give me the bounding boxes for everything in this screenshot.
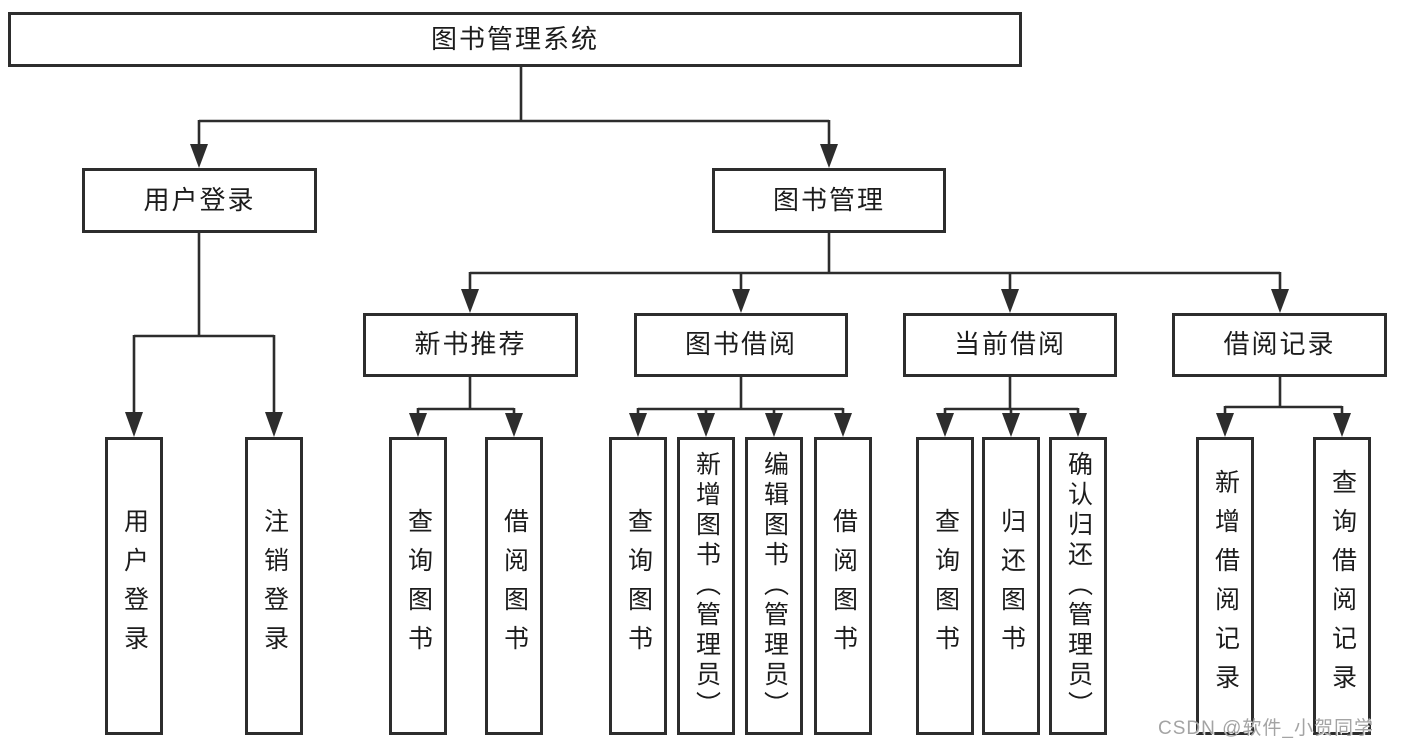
leaf-confirm-return-admin: 确认归还（管理员） (1049, 437, 1107, 735)
leaf-query-borrow-record: 查询借阅记录 (1313, 437, 1371, 735)
watermark: CSDN @软件_小贺同学 (1158, 718, 1374, 739)
node-user-login: 用户登录 (82, 168, 317, 233)
node-label: 用户登录 (120, 508, 149, 664)
node-book-borrow: 图书借阅 (634, 313, 848, 377)
node-new-book-recommend: 新书推荐 (363, 313, 578, 377)
arrowhead (1001, 289, 1019, 313)
node-label: 用户登录 (143, 184, 256, 215)
arrowhead (1216, 413, 1234, 437)
node-label: 编辑图书（管理员） (760, 451, 789, 721)
node-label: 图书管理系统 (430, 23, 599, 54)
leaf-add-book-admin: 新增图书（管理员） (677, 437, 735, 735)
connector-book-borrow-to-leaves (636, 376, 845, 417)
leaf-borrow-books: 借阅图书 (814, 437, 872, 735)
arrowhead (461, 289, 479, 313)
node-label: 借阅图书 (829, 508, 858, 664)
node-label: 新书推荐 (414, 329, 527, 360)
node-label: 查询图书 (624, 508, 653, 664)
arrowhead (505, 413, 523, 437)
arrowhead (1002, 413, 1020, 437)
leaf-query-books-current: 查询图书 (916, 437, 974, 735)
leaf-user-login: 用户登录 (105, 437, 163, 735)
arrowhead (697, 413, 715, 437)
node-label: 注销登录 (260, 508, 289, 664)
node-label: 确认归还（管理员） (1064, 451, 1093, 721)
arrowhead (409, 413, 427, 437)
node-library-management-system: 图书管理系统 (8, 12, 1022, 67)
node-label: 查询借阅记录 (1328, 469, 1357, 703)
leaf-add-borrow-record: 新增借阅记录 (1196, 437, 1254, 735)
arrowhead (125, 412, 143, 437)
connector-root-to-level2 (197, 66, 831, 147)
node-label: 图书管理 (772, 184, 885, 215)
arrowhead (834, 413, 852, 437)
leaf-query-books-recommend: 查询图书 (389, 437, 447, 735)
leaf-borrow-books-recommend: 借阅图书 (485, 437, 543, 735)
leaf-edit-book-admin: 编辑图书（管理员） (745, 437, 803, 735)
node-label: 图书借阅 (684, 329, 797, 360)
leaf-query-books-borrow: 查询图书 (609, 437, 667, 735)
node-label: 归还图书 (997, 508, 1026, 664)
node-label: 借阅图书 (500, 508, 529, 664)
node-current-borrow: 当前借阅 (903, 313, 1117, 377)
node-borrow-records: 借阅记录 (1172, 313, 1387, 377)
node-label: 当前借阅 (953, 329, 1066, 360)
arrowhead (1069, 413, 1087, 437)
arrowhead (265, 412, 283, 437)
leaf-logout: 注销登录 (245, 437, 303, 735)
arrowhead (1271, 289, 1289, 313)
arrowhead (629, 413, 647, 437)
connector-current-borrow-to-leaves (943, 376, 1080, 417)
node-label: 新增图书（管理员） (692, 451, 721, 721)
arrowhead (820, 144, 838, 168)
arrowhead (732, 289, 750, 313)
node-label: 查询图书 (931, 508, 960, 664)
arrowheads (125, 144, 1351, 437)
node-book-management: 图书管理 (712, 168, 946, 233)
arrowhead (1333, 413, 1351, 437)
connector-borrow-records-to-leaves (1223, 376, 1344, 417)
leaf-return-book: 归还图书 (982, 437, 1040, 735)
arrowhead (765, 413, 783, 437)
node-label: 新增借阅记录 (1211, 469, 1240, 703)
connector-new-book-recommend-to-leaves (416, 376, 516, 417)
connector-book-management-to-level3 (468, 232, 1282, 291)
arrowhead (936, 413, 954, 437)
arrowhead (190, 144, 208, 168)
connector-user-login-to-leaves (132, 232, 276, 414)
node-label: 查询图书 (404, 508, 433, 664)
node-label: 借阅记录 (1223, 329, 1336, 360)
